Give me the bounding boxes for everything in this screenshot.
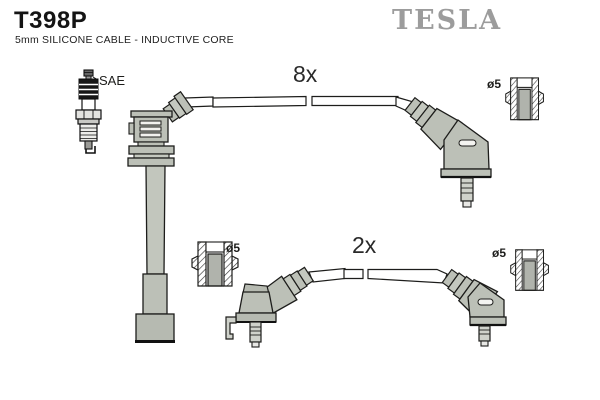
- diameter-label-middle: ø5: [226, 241, 240, 255]
- plug-boot-top-right-drawing: [404, 96, 492, 208]
- top-cable-drawing: [184, 95, 418, 115]
- connector-cross-section-bottom-right: [510, 249, 549, 291]
- bottom-quantity-label: 2x: [352, 232, 377, 258]
- diameter-label-bottom-right: ø5: [492, 246, 506, 260]
- connector-cross-section-top-right: [505, 77, 545, 121]
- top-quantity-label: 8x: [293, 61, 318, 87]
- spark-plug-drawing: [75, 69, 102, 154]
- plug-boot-bottom-left-drawing: [225, 266, 315, 348]
- bottom-cable-drawing: [308, 267, 448, 284]
- part-number: T398P: [14, 7, 88, 34]
- tesla-logo: TESLA: [392, 5, 503, 36]
- sae-label: SAE: [99, 73, 125, 88]
- coil-boot-drawing: [127, 90, 195, 343]
- subtitle: 5mm SILICONE CABLE - INDUCTIVE CORE: [15, 34, 234, 46]
- plug-boot-bottom-right-drawing: [441, 268, 507, 347]
- diameter-label-top-right: ø5: [487, 77, 501, 91]
